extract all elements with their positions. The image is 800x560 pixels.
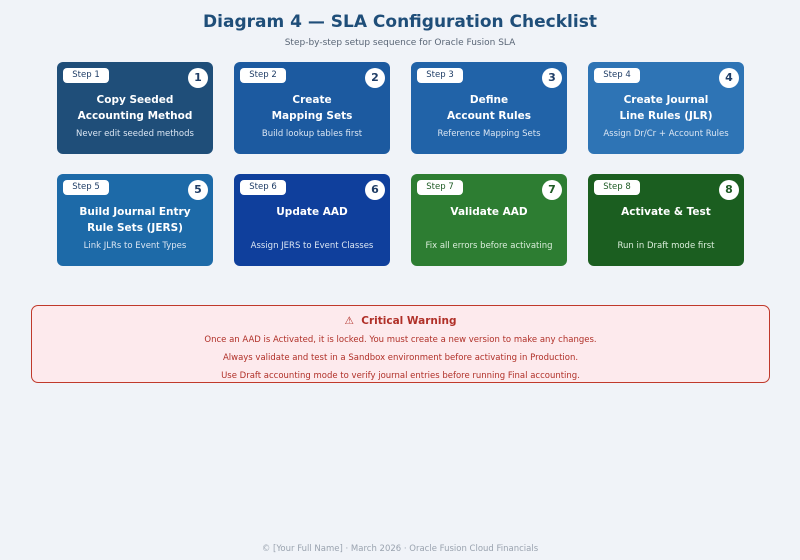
step-card-4: Step 4 4 Create Journal Line Rules (JLR)… <box>588 62 744 154</box>
step-card-7: Step 7 7 Validate AAD Fix all errors bef… <box>411 174 567 266</box>
step-title: Copy Seeded Accounting Method <box>77 94 193 122</box>
step-title: Create Journal Line Rules (JLR) <box>619 94 713 122</box>
step-pill: Step 5 <box>63 180 109 195</box>
step-card-8: Step 8 8 Activate & Test Run in Draft mo… <box>588 174 744 266</box>
step-pill: Step 2 <box>240 68 286 83</box>
step-card-2: Step 2 2 Create Mapping Sets Build looku… <box>234 62 390 154</box>
step-number-badge: 6 <box>365 180 385 200</box>
step-description: Never edit seeded methods <box>76 129 194 139</box>
warning-line-3: Use Draft accounting mode to verify jour… <box>221 371 580 381</box>
step-card-3: Step 3 3 Define Account Rules Reference … <box>411 62 567 154</box>
step-number-badge: 4 <box>719 68 739 88</box>
step-pill: Step 7 <box>417 180 463 195</box>
page-title: Diagram 4 — SLA Configuration Checklist <box>203 12 597 32</box>
step-pill: Step 4 <box>594 68 640 83</box>
step-card-6: Step 6 6 Update AAD Assign JERS to Event… <box>234 174 390 266</box>
warning-icon: ⚠ <box>344 315 354 327</box>
step-description: Fix all errors before activating <box>425 241 553 251</box>
step-title: Define Account Rules <box>447 94 531 122</box>
step-description: Build lookup tables first <box>261 129 363 139</box>
step-title: Build Journal Entry Rule Sets (JERS) <box>79 206 191 234</box>
warning-heading: ⚠ Critical Warning <box>32 315 769 327</box>
warning-line-2: Always validate and test in a Sandbox en… <box>222 353 579 363</box>
warning-line-1: Once an AAD is Activated, it is locked. … <box>204 335 597 345</box>
step-description: Assign Dr/Cr + Account Rules <box>603 129 729 139</box>
step-description: Assign JERS to Event Classes <box>250 241 374 251</box>
step-number-badge: 1 <box>188 68 208 88</box>
step-card-1: Step 1 1 Copy Seeded Accounting Method N… <box>57 62 213 154</box>
step-card-5: Step 5 5 Build Journal Entry Rule Sets (… <box>57 174 213 266</box>
step-pill: Step 3 <box>417 68 463 83</box>
critical-warning-box: ⚠ Critical Warning Once an AAD is Activa… <box>31 305 770 383</box>
step-number-badge: 3 <box>542 68 562 88</box>
step-pill: Step 1 <box>63 68 109 83</box>
step-description: Link JLRs to Event Types <box>83 241 187 251</box>
step-number-badge: 7 <box>542 180 562 200</box>
step-title: Create Mapping Sets <box>271 94 353 122</box>
step-number-badge: 8 <box>719 180 739 200</box>
step-pill: Step 8 <box>594 180 640 195</box>
step-number-badge: 5 <box>188 180 208 200</box>
step-title: Validate AAD <box>450 206 528 218</box>
warning-title: Critical Warning <box>361 315 457 327</box>
step-title: Activate & Test <box>621 206 711 218</box>
page-subtitle: Step-by-step setup sequence for Oracle F… <box>284 38 516 48</box>
step-description: Reference Mapping Sets <box>437 129 541 139</box>
page-footer: © [Your Full Name] · March 2026 · Oracle… <box>261 544 539 554</box>
step-number-badge: 2 <box>365 68 385 88</box>
step-title: Update AAD <box>276 206 348 218</box>
step-pill: Step 6 <box>240 180 286 195</box>
step-description: Run in Draft mode first <box>617 241 715 251</box>
